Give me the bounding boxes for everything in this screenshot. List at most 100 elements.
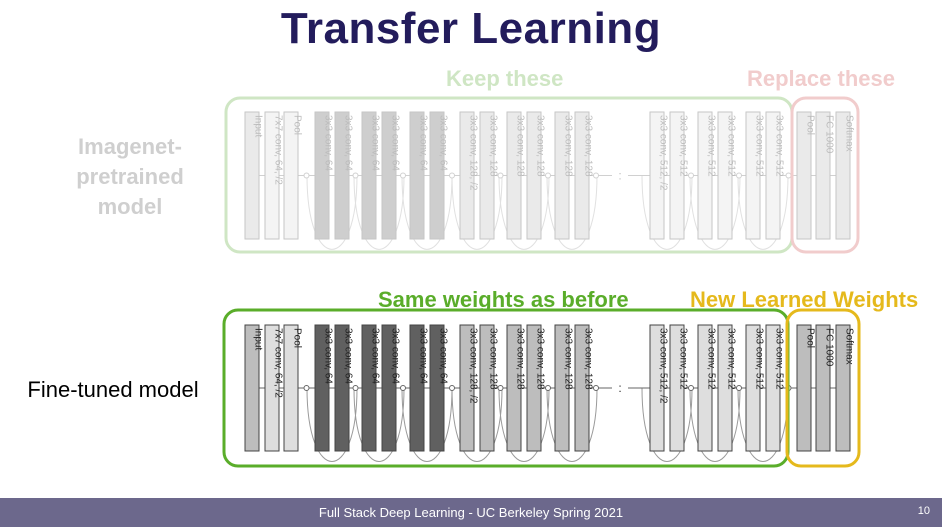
top-layer-6 [381, 111, 397, 240]
top-layer-0 [244, 111, 260, 240]
new-learned-weights-label: New Learned Weights [690, 287, 919, 312]
bottom-layer-label-8: 3x3 conv, 64 [438, 328, 449, 384]
bottom-ellipsis: : [618, 381, 621, 395]
footer-text: Full Stack Deep Learning - UC Berkeley S… [318, 505, 624, 520]
bottom-skip-arc-1 [353, 387, 405, 462]
bottom-layer-13 [554, 324, 570, 452]
top-node-20 [785, 172, 792, 179]
bottom-layer-label-4: 3x3 conv, 64 [343, 328, 354, 384]
slide-title: Transfer Learning [280, 4, 662, 53]
bottom-layer-2 [283, 324, 299, 452]
top-layer-label-7: 3x3 conv, 64 [418, 115, 429, 171]
bottom-skip-arc-7 [689, 387, 741, 462]
bottom-layer-label-1: 7x7 conv, 64, /2 [273, 328, 284, 398]
bottom-skip-arc-2 [401, 387, 453, 462]
bottom-node-16 [688, 385, 694, 391]
top-layer-label-5: 3x3 conv, 64 [370, 115, 381, 171]
top-layer-18 [717, 111, 733, 240]
bottom-layer-15 [649, 324, 665, 452]
top-skip-arc-1 [353, 175, 405, 250]
top-layer-label-17: 3x3 conv, 512 [706, 115, 717, 177]
top-layer-label-22: FC 1000 [824, 115, 835, 154]
top-layer-17 [697, 111, 713, 240]
bottom-layer-label-23: Softmax [844, 328, 855, 365]
top-layer-15 [649, 111, 665, 240]
bottom-layer-label-6: 3x3 conv, 64 [390, 328, 401, 384]
bottom-layer-label-3: 3x3 conv, 64 [323, 328, 334, 384]
top-layer-label-15: 3x3 conv, 512, /2 [658, 115, 669, 191]
network-diagram: : Input 7x7 conv, 64, /2 Pool 3x3 conv, 64 3x… [222, 96, 861, 468]
bottom-layer-16 [669, 324, 685, 452]
bottom-layer-8 [429, 324, 445, 452]
top-ellipsis: : [618, 169, 621, 183]
bottom-layer-label-5: 3x3 conv, 64 [370, 328, 381, 384]
top-layer-label-14: 3x3 conv, 128 [583, 115, 594, 177]
top-layer-12 [526, 111, 542, 240]
bottom-layer-19 [745, 324, 761, 452]
bottom-node-14 [593, 385, 599, 391]
top-layer-2 [283, 111, 299, 240]
top-layer-4 [334, 111, 350, 240]
top-node-10 [497, 172, 504, 179]
replace-these-label: Replace these [747, 66, 895, 91]
new-weights-box [785, 308, 861, 468]
bottom-layer-label-15: 3x3 conv, 512, /2 [658, 328, 669, 404]
bottom-layer-label-9: 3x3 conv, 128, /2 [468, 328, 479, 404]
top-layer-label-10: 3x3 conv, 128 [488, 115, 499, 177]
top-layer-label-11: 3x3 conv, 128 [515, 115, 526, 177]
top-layer-11 [506, 111, 522, 240]
top-node-14 [593, 172, 599, 179]
bottom-layer-1 [264, 324, 280, 452]
bottom-node-4 [352, 385, 359, 391]
bottom-layer-label-16: 3x3 conv, 512 [678, 328, 689, 390]
top-layer-label-20: 3x3 conv, 512 [774, 115, 785, 177]
bottom-skip-arc-4 [498, 387, 550, 462]
top-node-8 [449, 172, 455, 179]
top-layer-label-0: Input [253, 115, 264, 137]
bottom-layer-11 [506, 324, 522, 452]
top-layer-label-12: 3x3 conv, 128 [535, 115, 546, 177]
bottom-layer-6 [381, 324, 397, 452]
top-layer-5 [361, 111, 377, 240]
bottom-layer-label-20: 3x3 conv, 512 [774, 328, 785, 390]
top-layer-20 [765, 111, 781, 240]
footer-bar: Full Stack Deep Learning - UC Berkeley S… [0, 498, 942, 527]
bottom-layer-9 [459, 324, 475, 452]
top-layer-16 [669, 111, 685, 240]
top-layer-23 [835, 111, 851, 240]
bottom-layer-label-22: FC 1000 [824, 328, 835, 367]
same-weights-label: Same weights as before [378, 287, 629, 312]
top-layer-14 [574, 111, 590, 240]
bottom-layer-21 [796, 324, 812, 452]
top-layer-10 [479, 111, 495, 240]
bottom-node-6 [400, 385, 406, 391]
top-layer-label-23: Softmax [844, 115, 855, 152]
bottom-node-12 [545, 385, 551, 391]
top-layer-label-6: 3x3 conv, 64 [390, 115, 401, 171]
top-layer-21 [796, 111, 812, 240]
top-node-4 [352, 172, 359, 179]
bottom-layer-5 [361, 324, 377, 452]
top-layer-1 [264, 111, 280, 240]
bottom-layer-label-14: 3x3 conv, 128 [583, 328, 594, 390]
bottom-layer-10 [479, 324, 495, 452]
bottom-layer-label-10: 3x3 conv, 128 [488, 328, 499, 390]
bottom-layer-18 [717, 324, 733, 452]
top-layer-label-19: 3x3 conv, 512 [754, 115, 765, 177]
replace-these-box [790, 96, 860, 254]
bottom-node-8 [449, 385, 455, 391]
bottom-layer-0 [244, 324, 260, 452]
top-layer-label-3: 3x3 conv, 64 [323, 115, 334, 171]
keep-these-label: Keep these [446, 66, 564, 91]
bottom-skip-arc-6 [641, 387, 693, 462]
top-skip-arc-2 [401, 175, 453, 250]
top-skip-arc-7 [689, 175, 741, 250]
top-node-2 [303, 172, 310, 179]
bottom-layer-3 [314, 324, 330, 452]
bottom-node-2 [303, 385, 310, 391]
bottom-layer-label-0: Input [253, 328, 264, 350]
bottom-layer-label-19: 3x3 conv, 512 [754, 328, 765, 390]
top-layer-label-21: Pool [805, 115, 816, 135]
top-node-12 [545, 172, 551, 179]
